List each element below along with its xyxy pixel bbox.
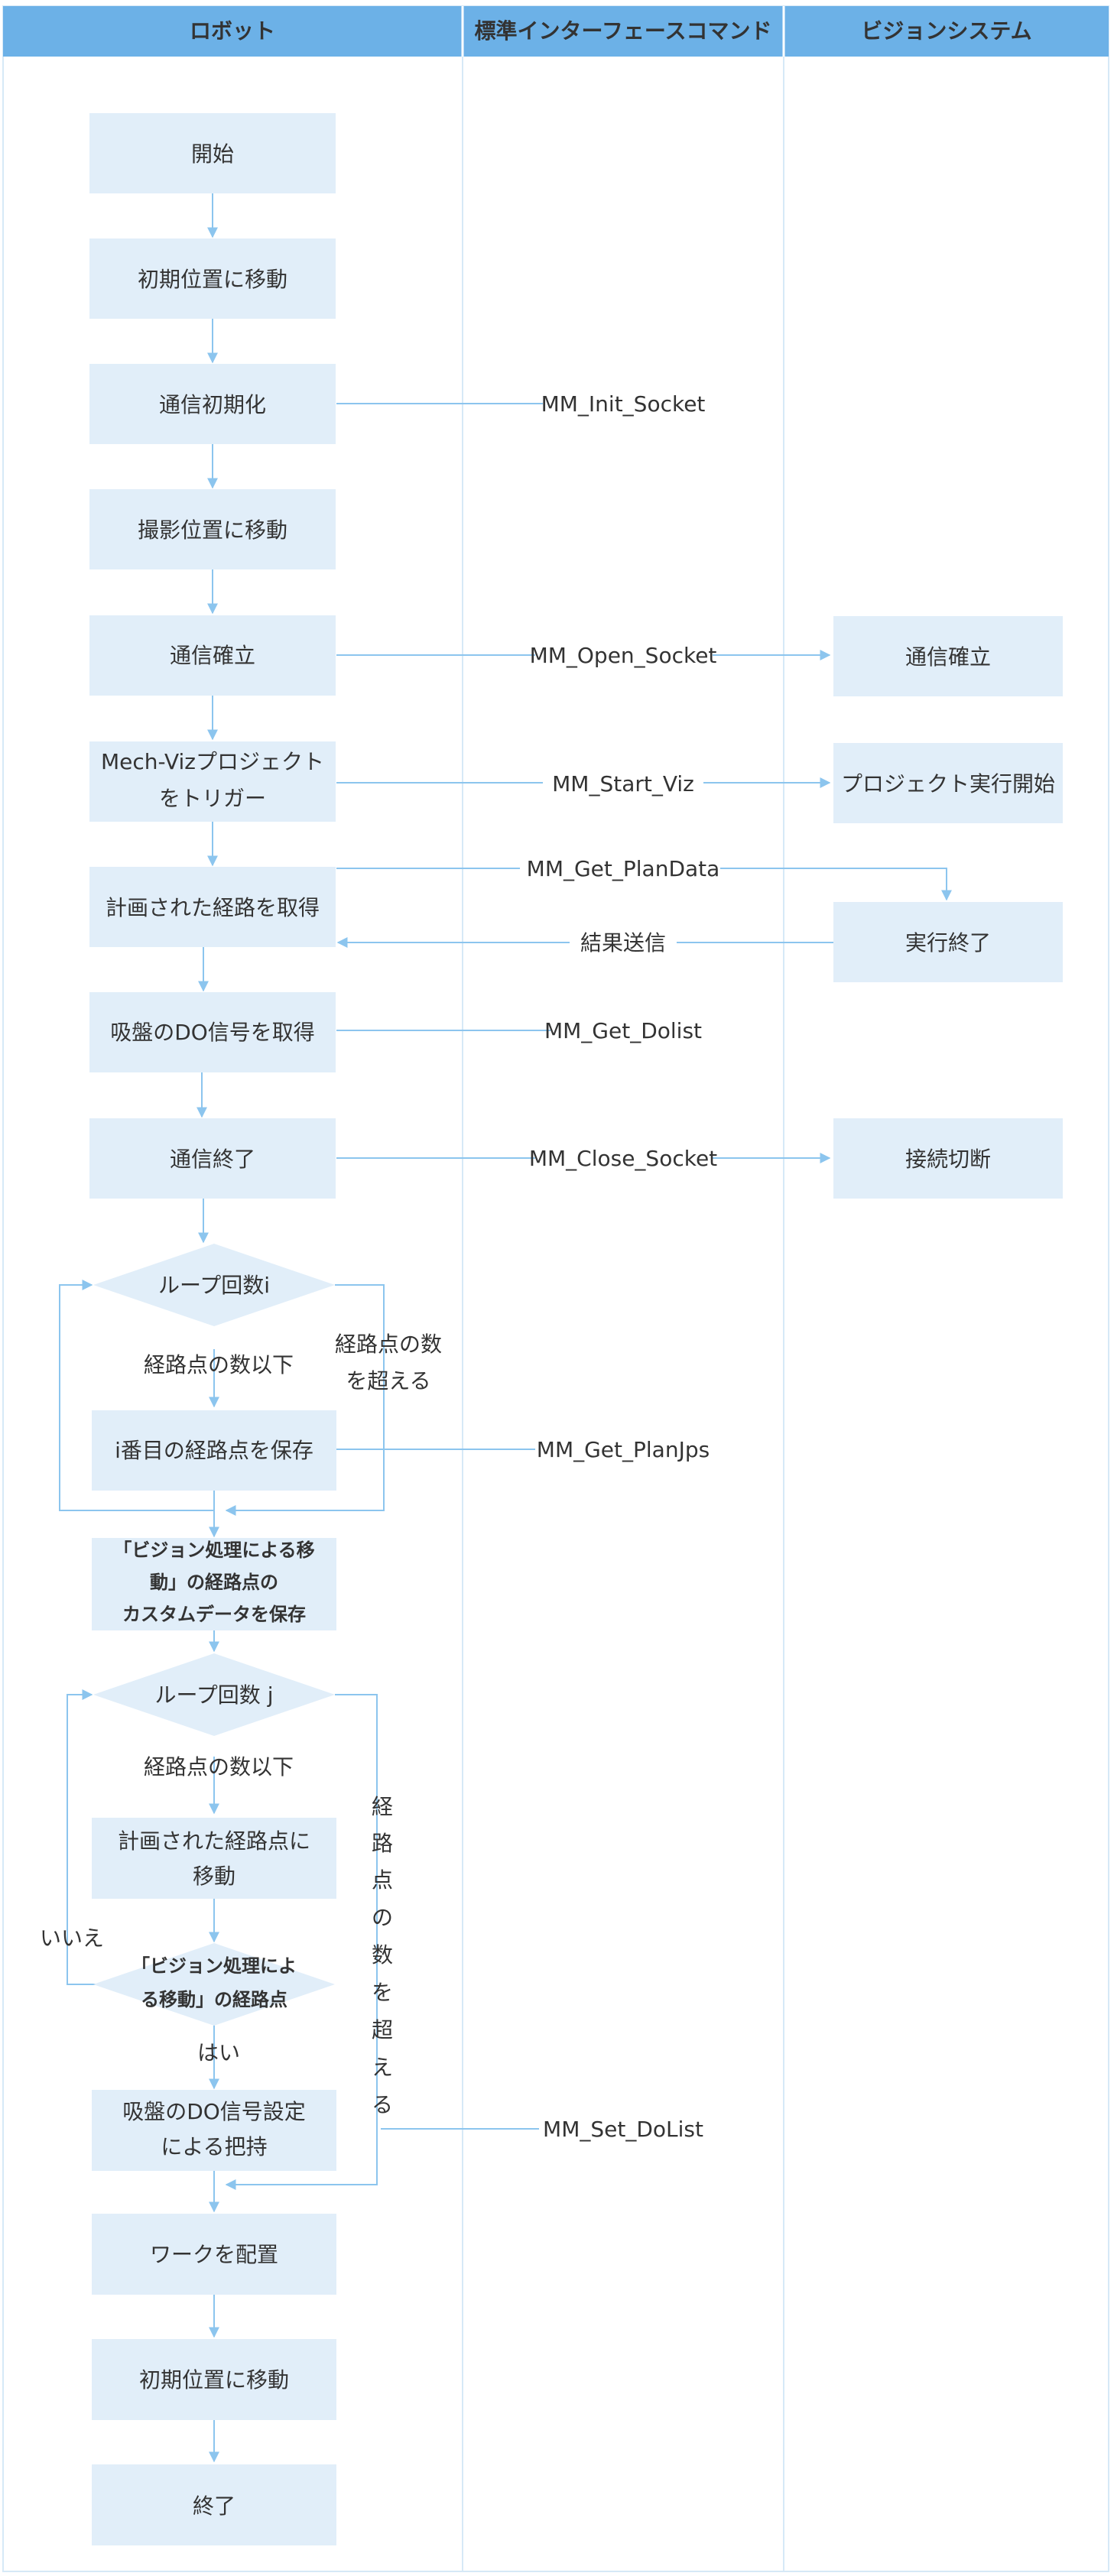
- trigger-viz-label-2: をトリガー: [159, 786, 266, 811]
- start-label: 開始: [191, 141, 234, 167]
- yes-label: はい: [197, 2040, 240, 2065]
- exceed-points-j-char: 点: [372, 1867, 393, 1893]
- within-points-j-label: 経路点の数以下: [144, 1754, 294, 1780]
- move-home-2-box: [92, 2339, 336, 2420]
- exceed-points-j-char: 経: [372, 1794, 393, 1819]
- move-planned-box: [92, 1818, 336, 1899]
- robot-lane: 開始 初期位置に移動 通信初期化 撮影位置に移動 通信確立 Mech-Vizプロ…: [89, 113, 336, 2545]
- init-comm-box: [89, 364, 336, 444]
- trigger-viz-box: [89, 741, 336, 822]
- exceed-points-j-char: 数: [372, 1942, 393, 1968]
- set-do-pick-label-1: 吸盤のDO信号設定: [122, 2099, 306, 2124]
- move-home-label: 初期位置に移動: [138, 267, 287, 292]
- get-path-box: [89, 867, 336, 947]
- vision-move-decision: [93, 1943, 335, 2026]
- exceed-points-j-char: を: [372, 1980, 393, 2005]
- vision-exec-end-box: [833, 902, 1063, 982]
- save-custom-box: [92, 1538, 336, 1630]
- lane-header-robot: ロボット: [190, 18, 275, 44]
- edge-labels: 経路点の数以下 経路点の数 を超える 経路点の数以下 経 路 点 の 数 を 超…: [40, 1332, 442, 2117]
- cmd-close-socket: MM_Close_Socket: [529, 1146, 717, 1171]
- vision-exec-end-label: 実行終了: [905, 930, 991, 955]
- exceed-points-j-char: 超: [372, 2017, 393, 2042]
- loop-i-exceed-path: [225, 1284, 385, 1516]
- lane-header: ロボット 標準インターフェースコマンド ビジョンシステム: [3, 6, 1109, 57]
- lane-header-vision: ビジョンシステム: [861, 18, 1031, 44]
- end-box: [92, 2464, 336, 2545]
- establish-comm-box: [89, 615, 336, 696]
- get-path-label: 計画された経路を取得: [106, 895, 320, 920]
- loop-i-back-path: [59, 1280, 215, 1511]
- interface-lane: MM_Init_Socket MM_Open_Socket MM_Start_V…: [520, 391, 720, 2142]
- move-home-box: [89, 238, 336, 319]
- get-do-box: [89, 992, 336, 1072]
- save-custom-label-3: カスタムデータを保存: [122, 1604, 306, 1625]
- get-do-label: 吸盤のDO信号を取得: [110, 1020, 315, 1045]
- move-capture-label: 撮影位置に移動: [138, 517, 287, 543]
- exceed-points-j-char: 路: [372, 1831, 393, 1856]
- lane-header-interface: 標準インターフェースコマンド: [475, 18, 772, 44]
- cmd-set-dolist: MM_Set_DoList: [543, 2117, 703, 2142]
- cmd-send-result: 結果送信: [580, 930, 666, 955]
- cmd-get-dolist: MM_Get_Dolist: [544, 1018, 702, 1043]
- save-custom-label-2: 動」の経路点の: [150, 1572, 278, 1593]
- within-points-i-label: 経路点の数以下: [144, 1352, 294, 1377]
- set-do-pick-label-2: による把持: [161, 2134, 267, 2159]
- init-comm-label: 通信初期化: [159, 392, 266, 417]
- vision-establish-comm-box: [833, 616, 1063, 696]
- no-label: いいえ: [40, 1926, 104, 1951]
- cmd-get-plan-data: MM_Get_PlanData: [527, 856, 720, 881]
- connectors: [59, 193, 952, 2463]
- place-work-label: ワークを配置: [150, 2242, 278, 2267]
- move-planned-label-1: 計画された経路点に: [118, 1828, 310, 1854]
- exceed-points-i-label-2: を超える: [346, 1368, 430, 1393]
- save-custom-label-1: 「ビジョン処理による移: [113, 1539, 314, 1561]
- establish-comm-label: 通信確立: [170, 643, 255, 668]
- end-comm-label: 通信終了: [170, 1147, 255, 1172]
- exceed-points-j-char: る: [372, 2092, 393, 2117]
- cmd-get-plan-jps: MM_Get_PlanJps: [537, 1437, 710, 1462]
- exceed-points-j-char: え: [372, 2055, 393, 2080]
- cmd-open-socket: MM_Open_Socket: [530, 643, 717, 668]
- cmd-start-viz: MM_Start_Viz: [552, 771, 694, 796]
- loop-j-decision: [93, 1653, 335, 1736]
- vision-disconnect-box: [833, 1118, 1063, 1199]
- vision-disconnect-label: 接続切断: [905, 1147, 991, 1172]
- vision-start-project-label: プロジェクト実行開始: [841, 771, 1055, 796]
- loop-j-no-path: [67, 1689, 99, 1985]
- trigger-viz-label-1: Mech-Vizプロジェクト: [101, 749, 324, 774]
- start-box: [89, 113, 336, 193]
- place-work-box: [92, 2214, 336, 2295]
- vision-move-label-2: る移動」の経路点: [141, 1989, 287, 2010]
- move-planned-label-2: 移動: [193, 1864, 235, 1889]
- exceed-points-j-char: の: [372, 1905, 393, 1930]
- save-point-i-box: [92, 1410, 336, 1491]
- vision-lane: 通信確立 プロジェクト実行開始 実行終了 接続切断: [833, 616, 1063, 1199]
- vision-move-label-1: 「ビジョン処理によ: [132, 1955, 297, 1977]
- exceed-points-i-label-1: 経路点の数: [335, 1332, 442, 1357]
- exceed-points-j-label: 経 路 点 の 数 を 超 え る: [372, 1794, 393, 2117]
- vision-establish-comm-label: 通信確立: [905, 644, 991, 670]
- end-label: 終了: [193, 2493, 235, 2519]
- set-do-pick-box: [92, 2090, 336, 2171]
- save-point-i-label: i番目の経路点を保存: [115, 1438, 313, 1463]
- move-capture-box: [89, 489, 336, 569]
- cmd-init-socket: MM_Init_Socket: [541, 391, 706, 417]
- vision-start-project-box: [833, 743, 1063, 823]
- loop-j-label: ループ回数 j: [154, 1682, 273, 1708]
- move-home-2-label: 初期位置に移動: [139, 2367, 289, 2393]
- loop-j-exceed-path: [225, 1694, 378, 2190]
- loop-i-label: ループ回数i: [158, 1273, 270, 1298]
- loop-i-decision: [93, 1244, 335, 1326]
- end-comm-box: [89, 1118, 336, 1199]
